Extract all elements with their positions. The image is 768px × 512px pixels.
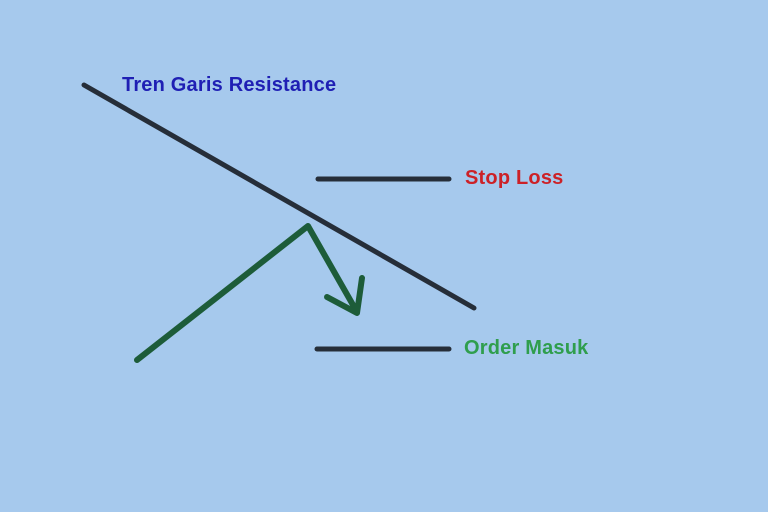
trend-line-label: Tren Garis Resistance xyxy=(122,74,337,96)
stop-loss-label: Stop Loss xyxy=(465,167,564,189)
resistance-trend-line xyxy=(81,82,477,311)
price-move-arrow-shaft xyxy=(134,223,360,363)
price-move-arrowhead xyxy=(324,275,365,316)
entry-label: Order Masuk xyxy=(464,337,589,359)
